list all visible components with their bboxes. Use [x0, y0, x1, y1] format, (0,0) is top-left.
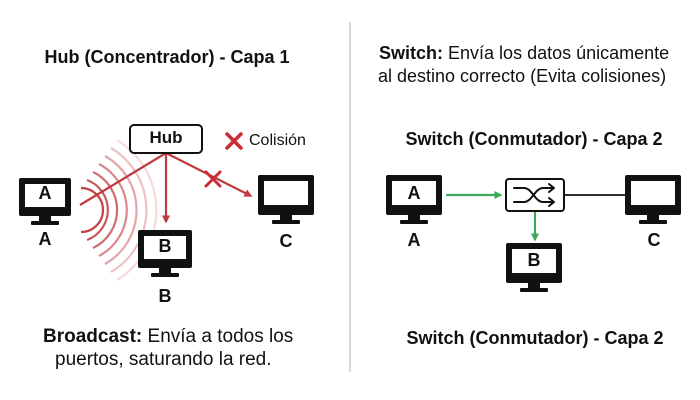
hub-computer-c-label: C: [279, 231, 293, 251]
switch-description-line2: al destino correcto (Evita colisiones): [378, 66, 667, 86]
switch-description-bold: Switch:: [379, 43, 444, 63]
switch-bottom-title: Switch (Conmutador) - Capa 2: [406, 328, 664, 348]
switch-computer-b-screen-label: B: [527, 250, 541, 270]
broadcast-caption-text: Envía a todos los: [147, 326, 294, 347]
switch-description-line1: Switch: Envía los datos únicamente: [379, 43, 669, 64]
broadcast-caption-line2: puertos, saturando la red.: [55, 349, 272, 370]
hub-computer-a-label: A: [38, 229, 52, 249]
hub-link-a: [79, 152, 167, 206]
switch-device: [505, 178, 565, 212]
broadcast-caption-bold: Broadcast:: [43, 326, 143, 347]
switch-computer-a-label: A: [407, 230, 421, 250]
computer-monitor-icon: [138, 230, 192, 277]
hub-device: [129, 124, 203, 154]
hub-computer-b-screen-label: B: [158, 236, 172, 256]
signal-wave-icon: [80, 139, 158, 281]
switch-title: Switch (Conmutador) - Capa 2: [405, 129, 663, 149]
broadcast-caption-line1: Broadcast: Envía a todos los: [43, 326, 293, 348]
computer-monitor-icon: [386, 175, 442, 224]
link-collision-icon: [204, 170, 222, 188]
hub-computer-a-screen-label: A: [38, 183, 52, 203]
hub-title: Hub (Concentrador) - Capa 1: [44, 47, 290, 67]
switch-computer-c-label: C: [647, 230, 661, 250]
switch-computer-a-screen-label: A: [407, 183, 421, 203]
computer-monitor-icon: [19, 178, 71, 225]
hub-device-label: Hub: [149, 128, 183, 147]
switch-description-text: Envía los datos únicamente: [448, 43, 670, 63]
switch-shuffle-icon: [513, 183, 555, 207]
collision-x-icon: [225, 132, 243, 150]
hub-computer-b-label: B: [158, 286, 172, 306]
computer-monitor-icon: [258, 175, 314, 224]
computer-monitor-icon: [506, 243, 562, 292]
collision-label: Colisión: [249, 132, 306, 149]
computer-monitor-icon: [625, 175, 681, 224]
